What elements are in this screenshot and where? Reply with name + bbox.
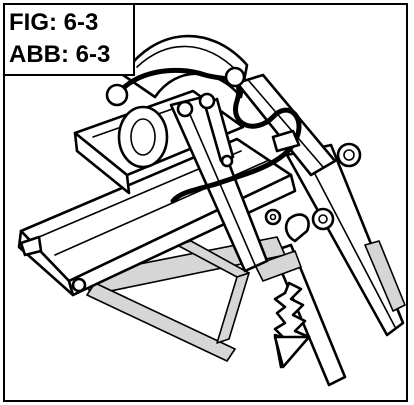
figure-frame: FIG: 6-3 ABB: 6-3 <box>3 3 408 402</box>
figure-label-en: FIG: 6-3 <box>9 9 99 36</box>
pivot-bolt-1 <box>176 100 194 118</box>
pivot-bolt-3 <box>264 208 282 226</box>
rail-channel <box>364 240 406 312</box>
knob-top-left <box>105 83 129 107</box>
locking-latch <box>284 213 310 243</box>
knob-right-mid <box>311 207 335 231</box>
knob-top <box>224 66 246 88</box>
dashed-arrow-down-icon <box>273 281 311 369</box>
pivot-bolt-2 <box>198 92 216 110</box>
pivot-bolt-4 <box>71 277 87 293</box>
roller <box>117 105 169 169</box>
left-leg-strut <box>271 243 347 387</box>
motor-hood <box>121 34 249 99</box>
figure-label-box: FIG: 6-3 ABB: 6-3 <box>5 5 135 76</box>
treadmill-folding-illustration <box>17 34 406 387</box>
knob-right-top <box>336 142 362 168</box>
figure-label-de: ABB: 6-3 <box>9 41 111 68</box>
pivot-bolt-5 <box>220 154 234 168</box>
power-cord <box>114 67 302 204</box>
